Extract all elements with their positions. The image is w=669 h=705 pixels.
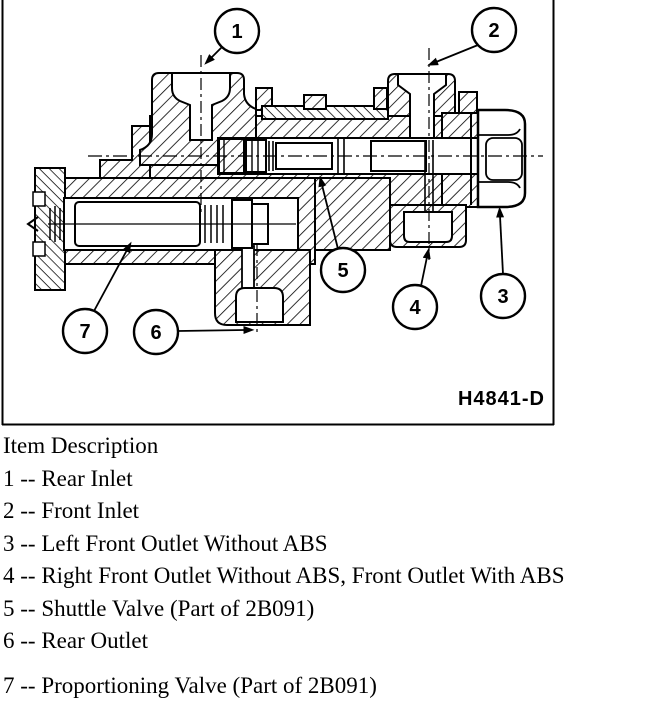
hex-cap-outline [476, 108, 527, 209]
item-dash: -- [20, 628, 36, 653]
callout-5: 5 [319, 246, 367, 294]
item-description: Shuttle Valve (Part of 2B091) [41, 595, 315, 621]
legend-item-4: 4 -- Right Front Outlet Without ABS, Fro… [3, 560, 669, 593]
leader-5 [318, 175, 339, 250]
callout-2-label: 2 [488, 20, 499, 42]
legend-item-1: 1 -- Rear Inlet [3, 463, 669, 496]
callout-7-circle [61, 307, 109, 355]
callout-4: 4 [391, 283, 439, 331]
item-description: Right Front Outlet Without ABS, Front Ou… [41, 563, 565, 588]
legend-item-7: 7 -- Proportioning Valve (Part of 2B091) [3, 670, 669, 703]
callout-4-label: 4 [409, 297, 421, 319]
callout-6-label: 6 [150, 322, 161, 344]
hex-end-cap [470, 108, 527, 209]
leader-6 [177, 326, 255, 335]
item-number: 5 [3, 595, 15, 621]
hex-cap-socket [485, 137, 523, 181]
bracket-tab-mid [303, 94, 327, 110]
callout-5-circle [319, 246, 367, 294]
item-number: 1 [3, 465, 15, 491]
callout-6: 6 [132, 308, 180, 356]
callout-7: 7 [61, 307, 109, 355]
item-dash: -- [20, 498, 36, 523]
item-dash: -- [20, 672, 36, 698]
legend-header: Item Description [3, 433, 159, 458]
leader-2 [427, 44, 479, 66]
lower-mid-section [314, 177, 391, 251]
item-description: Left Front Outlet Without ABS [41, 530, 328, 556]
callout-1-circle [213, 7, 261, 55]
leader-4 [420, 247, 431, 287]
hex-facet-top [478, 128, 521, 136]
figure-frame [1, 0, 555, 426]
leader-7 [93, 241, 132, 312]
legend-item-3: 3 -- Left Front Outlet Without ABS [3, 528, 669, 561]
callout-2-circle [470, 6, 518, 54]
callout-4-circle [391, 283, 439, 331]
item-description: Rear Inlet [41, 465, 133, 491]
item-number: 6 [3, 628, 15, 653]
cap-notch-bottom [32, 241, 46, 257]
item-description: Front Inlet [41, 498, 140, 523]
item-number: 4 [3, 563, 15, 588]
item-number: 2 [3, 498, 15, 523]
legend-item-6: 6 -- Rear Outlet [3, 625, 669, 658]
item-description: Proportioning Valve (Part of 2B091) [41, 672, 377, 698]
legend: Item Description 1 -- Rear Inlet 2 -- Fr… [3, 430, 669, 702]
front-outlet-bore [403, 211, 453, 243]
callout-7-label: 7 [79, 321, 90, 343]
callout-1-label: 1 [231, 21, 242, 43]
master-cylinder-diagram: 1 2 3 4 5 6 7 [1, 0, 555, 426]
callout-6-circle [132, 308, 180, 356]
callout-1: 1 [213, 7, 261, 55]
leader-lines [93, 44, 505, 335]
legend-item-2: 2 -- Front Inlet [3, 495, 669, 528]
hex-facet-bottom [478, 181, 521, 189]
item-number: 7 [3, 672, 15, 698]
rear-outlet-bore [235, 287, 284, 323]
callouts: 1 2 3 4 5 6 7 [61, 6, 527, 356]
item-dash: -- [20, 595, 36, 621]
leader-3 [496, 206, 505, 275]
item-dash: -- [20, 563, 36, 588]
callout-3-label: 3 [497, 286, 508, 308]
callout-3-circle [479, 272, 527, 320]
cap-adjuster-tip [26, 216, 39, 232]
figure-id-label: H4841-D [458, 388, 545, 410]
centerlines [48, 48, 543, 336]
callout-2: 2 [470, 6, 518, 54]
outlet-passage [241, 245, 255, 291]
callout-3: 3 [479, 272, 527, 320]
item-dash: -- [20, 465, 36, 491]
callout-5-label: 5 [337, 260, 348, 282]
legend-item-5: 5 -- Shuttle Valve (Part of 2B091) [3, 593, 669, 626]
item-description: Rear Outlet [41, 628, 148, 653]
bracket-tab-right [373, 87, 388, 110]
item-dash: -- [20, 530, 36, 556]
cap-notch-top [32, 191, 46, 207]
item-number: 3 [3, 530, 15, 556]
